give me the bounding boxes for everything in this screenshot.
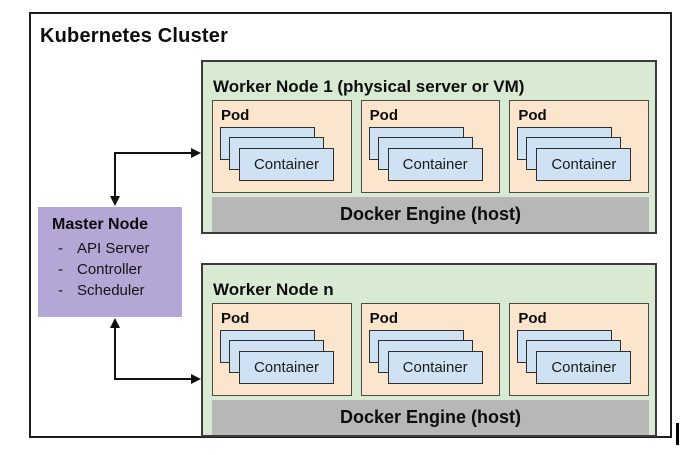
bullet-dash: - — [58, 240, 63, 257]
list-item-label: Controller — [77, 261, 143, 278]
worker-node-1-box: Worker Node 1 (physical server or VM) Po… — [201, 60, 657, 234]
list-item: - API Server — [38, 238, 182, 259]
list-item-label: API Server — [77, 240, 150, 257]
list-item-label: Scheduler — [77, 282, 145, 299]
container-label: Container — [551, 359, 617, 376]
container-box-front: Container — [536, 148, 632, 181]
master-node-list: - API Server - Controller - Scheduler — [38, 238, 182, 301]
text-cursor-artifact — [676, 423, 679, 445]
pod-label: Pod — [518, 107, 547, 124]
pod-label: Pod — [369, 107, 399, 124]
container-label: Container — [551, 156, 617, 173]
worker-node-title: Worker Node n — [213, 280, 334, 299]
worker-node-title: Worker Node 1 (physical server or VM) — [213, 77, 525, 96]
pods-row: Pod Container Pod Container Pod — [212, 303, 650, 396]
pod-box: Pod Container — [212, 100, 352, 193]
worker-node-n-box: Worker Node n Pod Container Pod Containe… — [201, 263, 657, 437]
pod-box: Pod Container — [509, 303, 650, 396]
docker-engine-bar: Docker Engine (host) — [212, 400, 649, 435]
pod-box: Pod Container — [360, 100, 501, 193]
container-box-front: Container — [239, 148, 334, 181]
container-label: Container — [253, 359, 320, 376]
pod-box: Pod Container — [509, 100, 650, 193]
master-node-box: Master Node - API Server - Controller - … — [38, 207, 182, 317]
container-box-front: Container — [536, 351, 632, 384]
container-box-front: Container — [387, 148, 483, 181]
container-label: Container — [253, 156, 320, 173]
list-item: - Controller — [38, 259, 182, 280]
container-box-front: Container — [239, 351, 334, 384]
pod-label: Pod — [221, 310, 250, 327]
pod-box: Pod Container — [360, 303, 501, 396]
pods-row: Pod Container Pod Container Pod — [212, 100, 650, 193]
bullet-dash: - — [58, 261, 63, 278]
docker-engine-bar: Docker Engine (host) — [212, 197, 649, 232]
pod-box: Pod Container — [212, 303, 352, 396]
cluster-title: Kubernetes Cluster — [40, 25, 229, 47]
pod-label: Pod — [518, 310, 547, 327]
container-label: Container — [402, 156, 468, 173]
pod-label: Pod — [369, 310, 399, 327]
master-node-title: Master Node — [52, 216, 149, 233]
container-label: Container — [402, 359, 468, 376]
pod-label: Pod — [221, 107, 250, 124]
list-item: - Scheduler — [38, 280, 182, 301]
bullet-dash: - — [58, 282, 63, 299]
container-box-front: Container — [387, 351, 483, 384]
